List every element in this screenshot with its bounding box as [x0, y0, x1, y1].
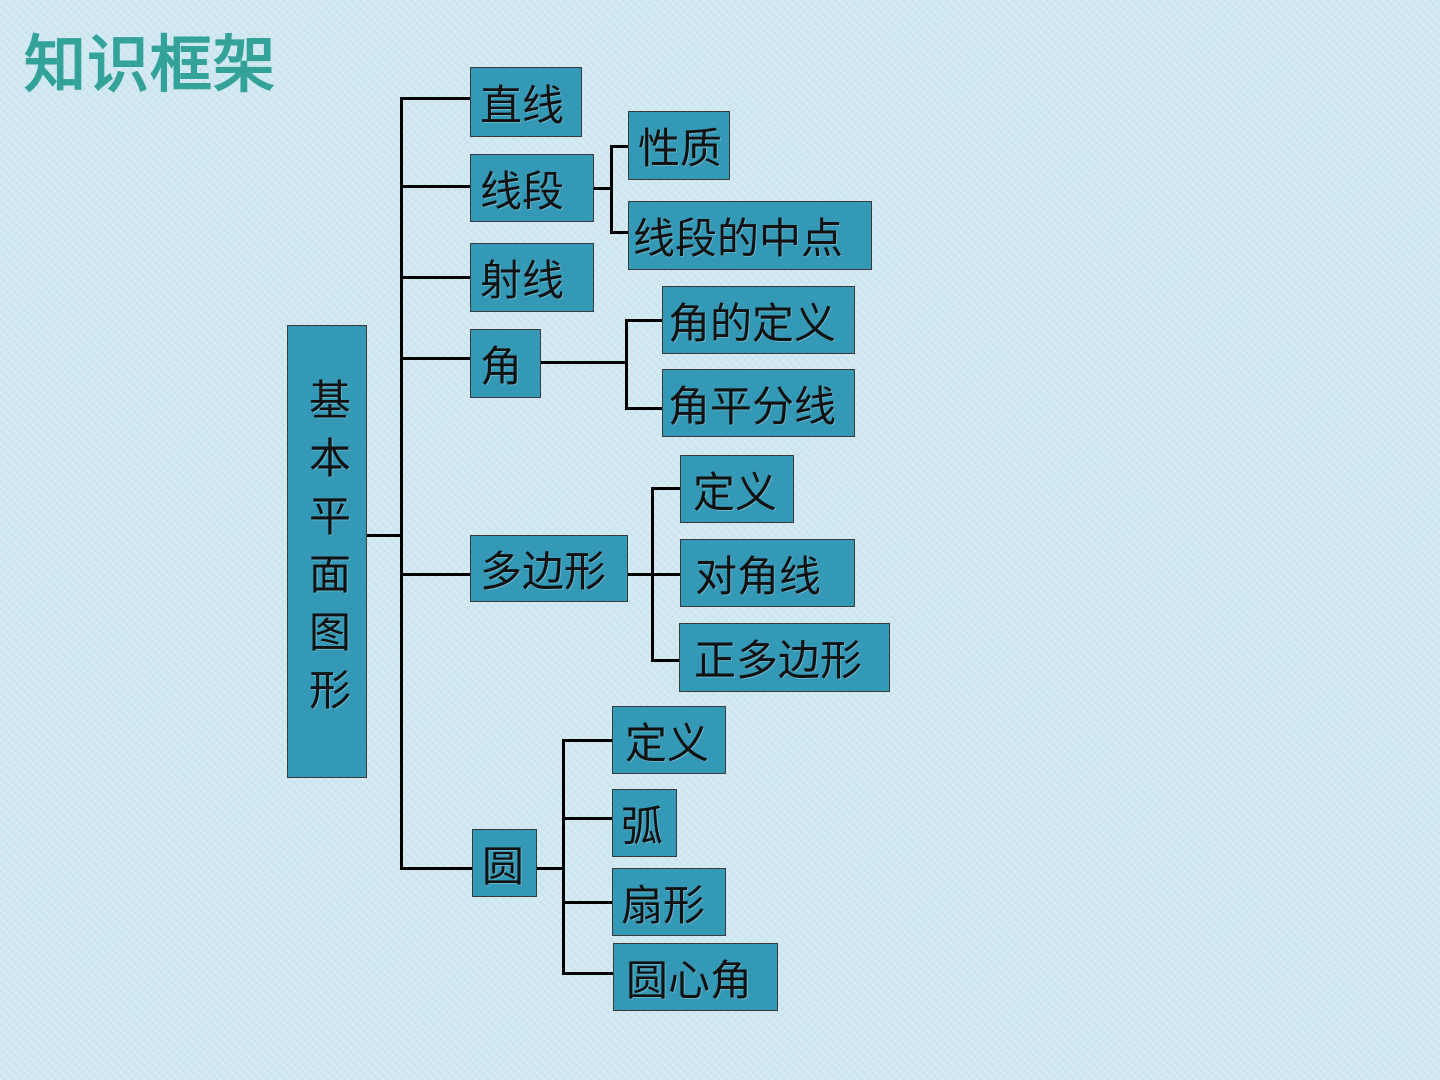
connector: [562, 972, 613, 975]
connector: [400, 185, 470, 188]
node-angle-bisector: 角平分线: [662, 369, 855, 437]
node-segment-midpoint: 线段的中点: [628, 201, 872, 270]
connector: [367, 534, 403, 537]
connector: [651, 487, 680, 490]
node-line: 直线: [470, 67, 582, 137]
root-node: 基本平面图形: [287, 325, 367, 778]
root-node-label: 基本平面图形: [302, 377, 352, 726]
connector: [610, 145, 628, 148]
node-polygon-diagonal: 对角线: [680, 539, 855, 607]
connector: [610, 231, 628, 234]
node-regular-polygon: 正多边形: [679, 623, 890, 692]
connector: [628, 573, 654, 576]
connector: [594, 187, 613, 190]
connector: [537, 867, 565, 870]
connector: [400, 276, 470, 279]
connector: [610, 145, 613, 234]
node-polygon-definition: 定义: [680, 455, 794, 523]
connector: [562, 739, 612, 742]
page-title: 知识框架: [24, 28, 277, 101]
node-angle: 角: [470, 329, 541, 398]
connector: [625, 319, 628, 410]
connector: [400, 97, 470, 100]
connector: [562, 901, 612, 904]
connector: [651, 573, 680, 576]
connector: [562, 817, 612, 820]
node-segment-property: 性质: [628, 111, 730, 180]
node-polygon: 多边形: [470, 535, 628, 602]
node-circle-arc: 弧: [612, 789, 677, 857]
connector: [625, 407, 662, 410]
node-circle: 圆: [472, 829, 537, 897]
node-angle-definition: 角的定义: [662, 286, 855, 354]
connector: [651, 659, 679, 662]
connector: [541, 361, 628, 364]
node-segment: 线段: [470, 154, 594, 222]
node-central-angle: 圆心角: [613, 943, 778, 1011]
connector: [400, 97, 403, 870]
connector: [400, 867, 472, 870]
connector: [562, 739, 565, 975]
node-circle-sector: 扇形: [612, 868, 726, 936]
node-ray: 射线: [470, 243, 594, 312]
connector: [400, 573, 470, 576]
node-circle-definition: 定义: [612, 706, 726, 774]
connector: [400, 357, 470, 360]
connector: [625, 319, 662, 322]
